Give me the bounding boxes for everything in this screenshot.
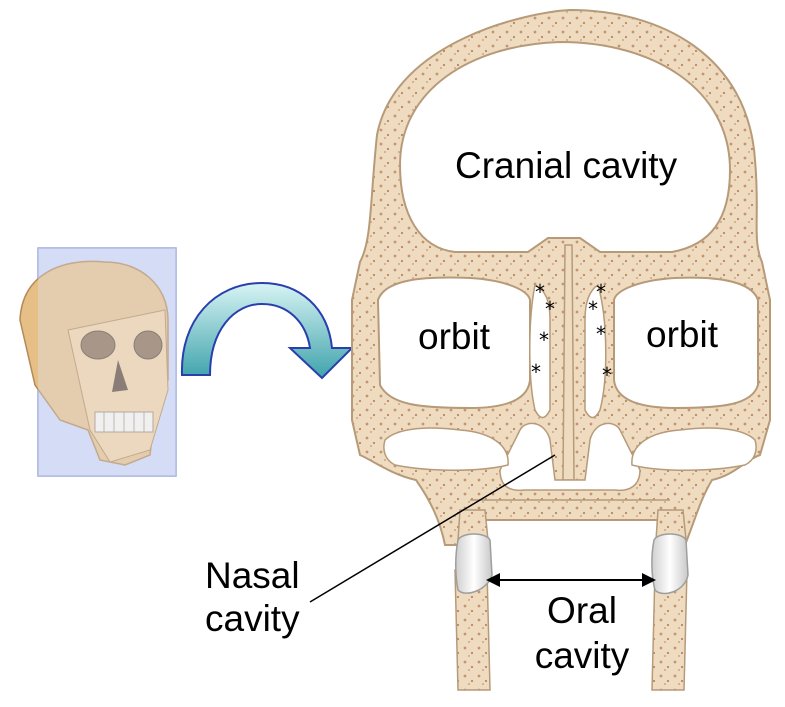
oral-cavity-width-arrow [486, 573, 656, 587]
curved-arrow-icon [182, 283, 352, 378]
tooth-icon [456, 534, 492, 593]
sinus-marker: * [535, 280, 545, 304]
skull-thumbnail-icon [20, 248, 176, 476]
tooth-icon [652, 534, 688, 594]
oral-cavity-label: Oral cavity [522, 592, 642, 676]
nasal-cavity-label-line1: Nasal [205, 557, 300, 596]
sinus-marker: * [602, 363, 612, 387]
sinus-marker: * [531, 360, 541, 384]
nasal-cavity-label-line2: cavity [205, 600, 300, 639]
orbit-left-label: orbit [418, 318, 490, 357]
oral-cavity-label-line2: cavity [522, 637, 642, 676]
nasal-cavity-label: Nasal cavity [205, 557, 300, 639]
sinus-marker: * [545, 297, 555, 321]
sinus-marker: * [588, 297, 598, 321]
sinus-marker: * [539, 328, 549, 352]
sinus-marker: * [596, 322, 606, 346]
orbit-right-label: orbit [646, 316, 718, 355]
cranial-cavity-label: Cranial cavity [455, 147, 677, 186]
oral-cavity-label-line1: Oral [522, 592, 642, 631]
